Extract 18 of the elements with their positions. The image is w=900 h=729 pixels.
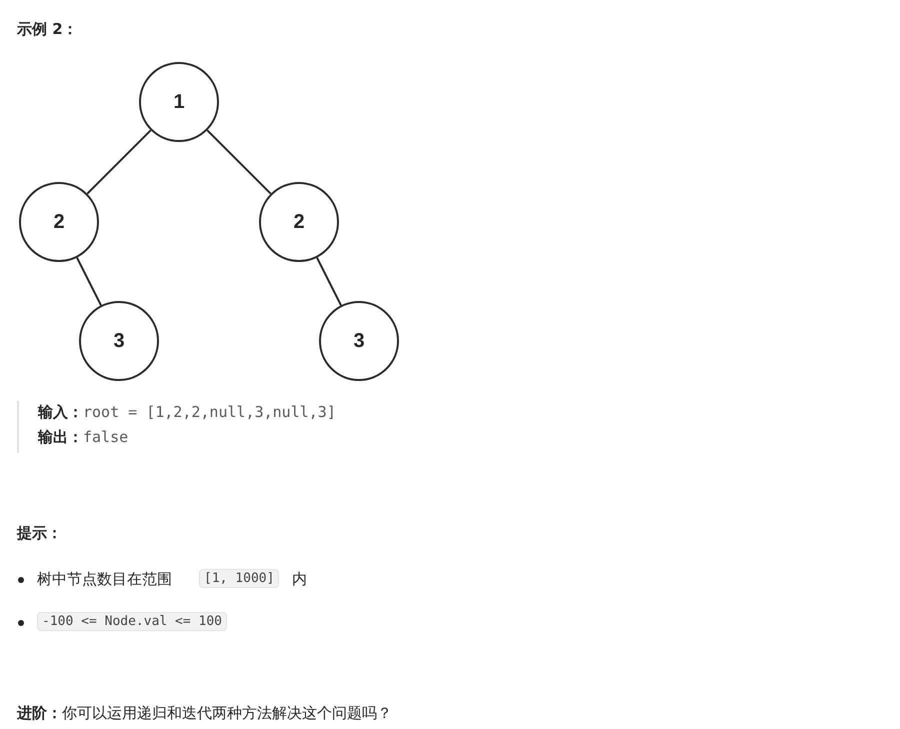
tree-edge bbox=[316, 257, 342, 306]
section-heading: 提示： bbox=[17, 524, 62, 543]
tree-node-circle: 2 bbox=[19, 182, 99, 262]
input-line: 输入：root = [1,2,2,null,3,null,3] bbox=[38, 403, 336, 422]
list-text: 树中节点数目在范围 bbox=[37, 570, 172, 589]
tree-node-circle: 3 bbox=[319, 301, 399, 381]
note-text: 进阶：你可以运用递归和迭代两种方法解决这个问题吗？ bbox=[17, 704, 392, 723]
section-heading: 示例 2： bbox=[17, 20, 78, 39]
tree-edge bbox=[206, 130, 272, 194]
tree-node-circle: 3 bbox=[79, 301, 159, 381]
tree-node-circle: 1 bbox=[139, 62, 219, 142]
output-line: 输出：false bbox=[38, 428, 128, 447]
inline-code: -100 <= Node.val <= 100 bbox=[37, 612, 228, 631]
tree-node-circle: 2 bbox=[259, 182, 339, 262]
tree-edge bbox=[86, 130, 152, 194]
tree-edge bbox=[76, 257, 102, 306]
list-text: 内 bbox=[292, 570, 307, 589]
inline-code: [1, 1000] bbox=[199, 569, 280, 588]
